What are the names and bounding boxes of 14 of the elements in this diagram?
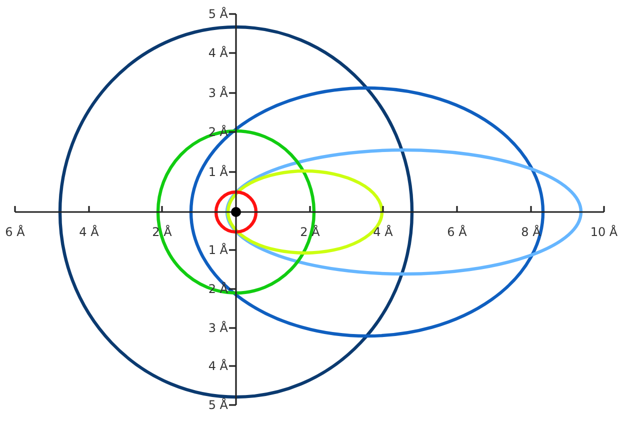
axis-tick-label: 1 Å bbox=[208, 165, 228, 179]
axis-tick-label: 3 Å bbox=[208, 321, 228, 335]
axis-tick-label: 4 Å bbox=[208, 46, 228, 60]
axis-tick-label: 1 Å bbox=[208, 243, 228, 257]
axis-tick-label: 4 Å bbox=[373, 225, 393, 239]
axis-tick-label: 4 Å bbox=[208, 359, 228, 373]
axis-tick-label: 2 Å bbox=[152, 225, 172, 239]
axis-tick-label: 3 Å bbox=[208, 86, 228, 100]
axis-tick-label: 5 Å bbox=[208, 398, 228, 412]
axis-tick-label: 6 Å bbox=[447, 225, 467, 239]
axis-tick-label: 10 Å bbox=[590, 225, 618, 239]
axis-tick-label: 6 Å bbox=[5, 225, 25, 239]
axis-tick-label: 4 Å bbox=[79, 225, 99, 239]
axis-tick-label: 5 Å bbox=[208, 7, 228, 21]
